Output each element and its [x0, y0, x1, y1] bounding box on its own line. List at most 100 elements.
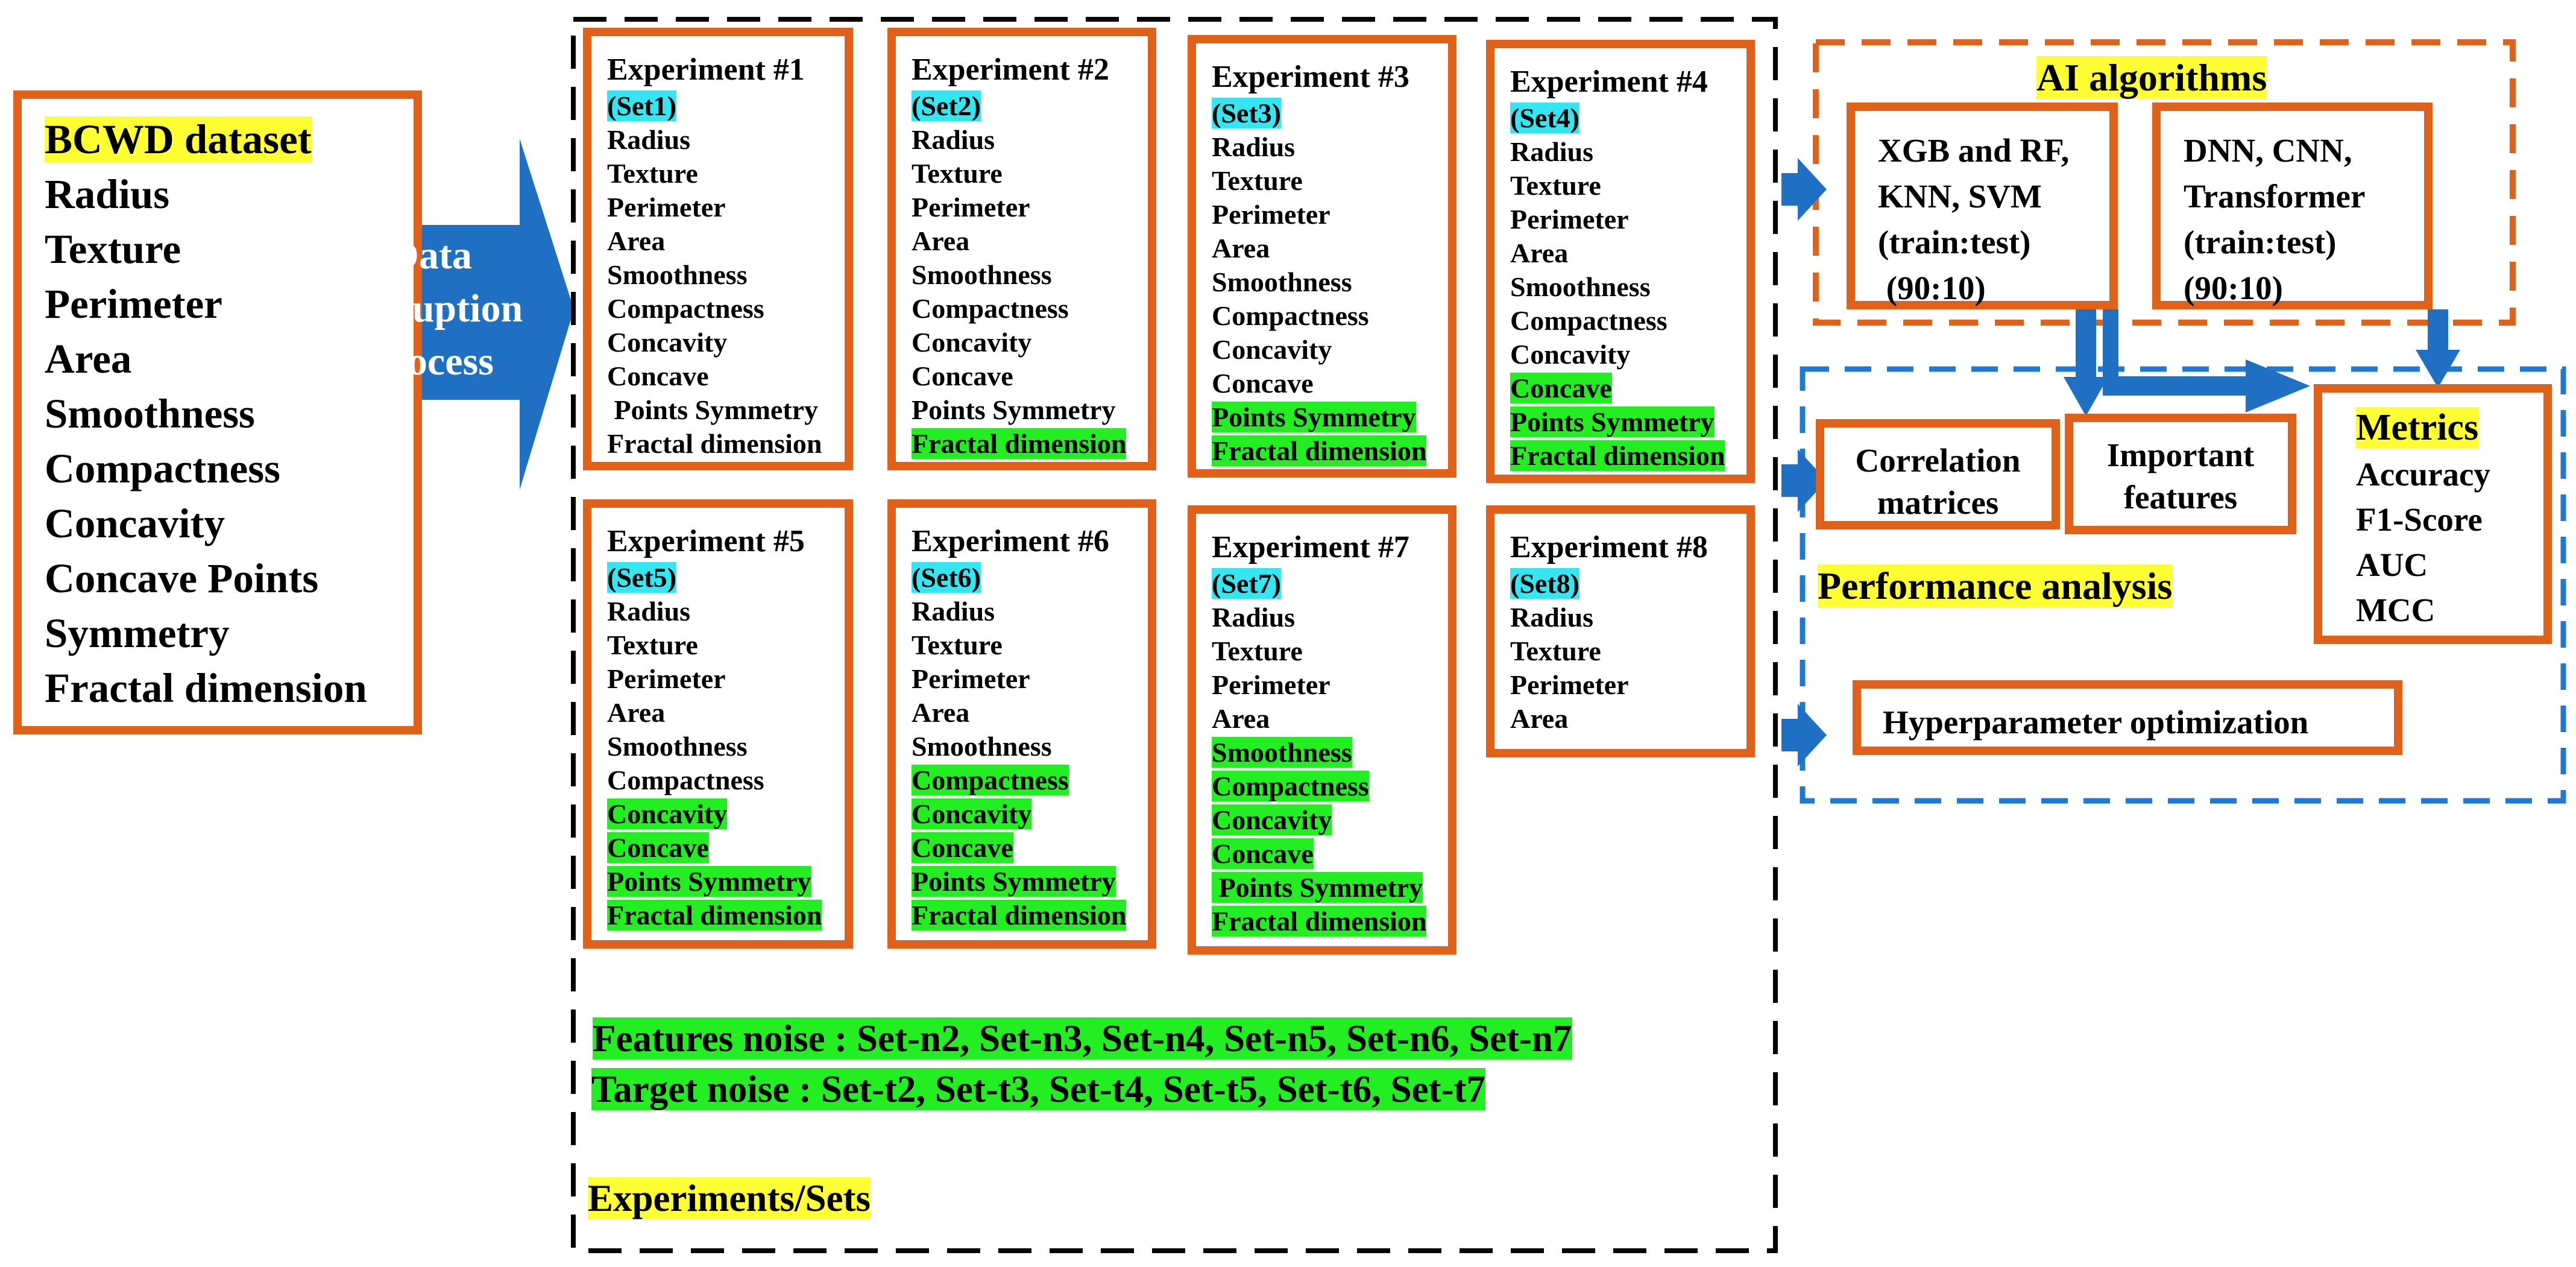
bcwd-dataset-box: BCWD dataset Radius Texture Perimeter Ar…: [13, 90, 422, 735]
algo-line: (train:test): [1878, 224, 2031, 261]
feature: Area: [912, 697, 970, 728]
noisy-feature: Concavity: [912, 798, 1032, 829]
feature: Concave: [1212, 368, 1314, 399]
metrics-box: Metrics Accuracy F1-Score AUC MCC: [2314, 384, 2552, 644]
feature: Area: [1212, 233, 1270, 264]
feature: Points Symmetry: [607, 394, 819, 425]
noisy-feature: Fractal dimension: [607, 900, 822, 931]
feature: Radius: [912, 124, 995, 155]
noisy-feature: Compactness: [1212, 771, 1369, 801]
ml-algorithms-box: XGB and RF, KNN, SVM (train:test) (90:10…: [1847, 103, 2118, 309]
dataset-feature: Symmetry: [45, 610, 230, 656]
feature: Perimeter: [1212, 669, 1331, 700]
feature: Area: [1510, 238, 1569, 268]
dl-algorithms-box: DNN, CNN, Transformer (train:test) (90:1…: [2152, 103, 2433, 309]
feature: Texture: [912, 630, 1003, 660]
noisy-feature: Fractal dimension: [912, 428, 1127, 459]
hyperparameter-box: Hyperparameter optimization: [1853, 680, 2402, 755]
arrow-to-ai: [1781, 158, 1827, 221]
feature: Area: [1510, 703, 1569, 734]
experiment-set-label: (Set3): [1212, 98, 1281, 128]
metric-item: AUC: [2356, 546, 2428, 583]
noisy-feature: Fractal dimension: [1212, 435, 1427, 466]
feature: Smoothness: [607, 259, 748, 290]
feature: Smoothness: [912, 259, 1052, 290]
noisy-feature: Points Symmetry: [912, 866, 1116, 897]
feature: Perimeter: [1510, 204, 1629, 235]
experiment-set-label: (Set6): [912, 562, 981, 593]
algo-line: DNN, CNN,: [2184, 132, 2352, 169]
metric-item: F1-Score: [2356, 501, 2483, 538]
arrow-to-analysis: [1781, 449, 1827, 512]
feature: Compactness: [912, 293, 1069, 324]
features-noise-text: Features noise : Set-n2, Set-n3, Set-n4,…: [593, 1017, 1572, 1060]
feature: Concavity: [1212, 334, 1332, 365]
noisy-feature: Concavity: [607, 798, 728, 829]
process-line: corruption: [339, 286, 523, 330]
noisy-feature: Points Symmetry: [607, 866, 811, 897]
correlation-line: Correlation: [1855, 442, 2021, 479]
ai-algorithms-title: AI algorithms: [2036, 56, 2267, 99]
correlation-matrices-box: Correlation matrices: [1816, 419, 2060, 529]
experiment-title: Experiment #5: [607, 524, 805, 558]
important-features-box: Important features: [2065, 414, 2296, 534]
feature: Perimeter: [912, 192, 1030, 223]
correlation-line: matrices: [1877, 484, 1999, 521]
data-corruption-label: Data corruption process: [265, 229, 597, 388]
metric-item: MCC: [2356, 592, 2436, 628]
dataset-feature: Perimeter: [45, 281, 222, 327]
dataset-title: BCWD dataset: [45, 116, 312, 162]
feature: Radius: [607, 124, 691, 155]
feature: Area: [607, 697, 666, 728]
important-line: features: [2123, 479, 2238, 516]
noisy-feature: Concave: [912, 832, 1013, 863]
feature: Radius: [607, 596, 691, 627]
feature: Concavity: [607, 327, 728, 358]
feature: Radius: [912, 596, 995, 627]
noisy-feature: Concavity: [1212, 804, 1332, 835]
feature: Compactness: [607, 765, 764, 795]
dataset-feature: Fractal dimension: [45, 665, 367, 711]
noisy-feature: Fractal dimension: [912, 900, 1127, 931]
important-line: Important: [2106, 437, 2255, 473]
feature: Texture: [1510, 170, 1601, 201]
feature: Perimeter: [912, 663, 1030, 694]
experiment-title: Experiment #2: [912, 52, 1109, 87]
experiment-title: Experiment #1: [607, 52, 805, 87]
experiment-title: Experiment #6: [912, 524, 1109, 558]
feature: Points Symmetry: [912, 394, 1116, 425]
feature: Texture: [1212, 636, 1303, 666]
feature: Compactness: [1510, 305, 1667, 336]
algo-line: (90:10): [1878, 270, 1986, 306]
feature: Fractal dimension: [607, 428, 822, 459]
algo-line: XGB and RF,: [1878, 132, 2070, 169]
feature: Concavity: [1510, 339, 1631, 370]
noise-description: Features noise : Set-n2, Set-n3, Set-n4,…: [588, 1013, 1577, 1114]
feature: Perimeter: [607, 192, 726, 223]
feature: Texture: [912, 158, 1003, 189]
feature: Concave: [912, 361, 1013, 391]
arrow-to-hyper: [1781, 704, 1827, 766]
arrow-to-metrics: [2103, 309, 2310, 412]
feature: Area: [1212, 703, 1270, 734]
noisy-feature: Smoothness: [1212, 737, 1352, 768]
feature: Texture: [607, 630, 698, 660]
feature: Texture: [607, 158, 698, 189]
experiment-set-label: (Set7): [1212, 568, 1281, 599]
dataset-feature: Radius: [45, 171, 170, 217]
target-noise-text: Target noise : Set-t2, Set-t3, Set-t4, S…: [591, 1068, 1486, 1110]
feature: Radius: [1510, 136, 1594, 167]
feature: Texture: [1510, 636, 1601, 666]
feature: Radius: [1212, 602, 1296, 633]
noisy-feature: Concave: [1510, 373, 1612, 403]
feature: Compactness: [607, 293, 764, 324]
feature: Concavity: [912, 327, 1032, 358]
feature: Smoothness: [1510, 271, 1651, 302]
experiment-title: Experiment #3: [1212, 60, 1409, 94]
feature: Perimeter: [607, 663, 726, 694]
